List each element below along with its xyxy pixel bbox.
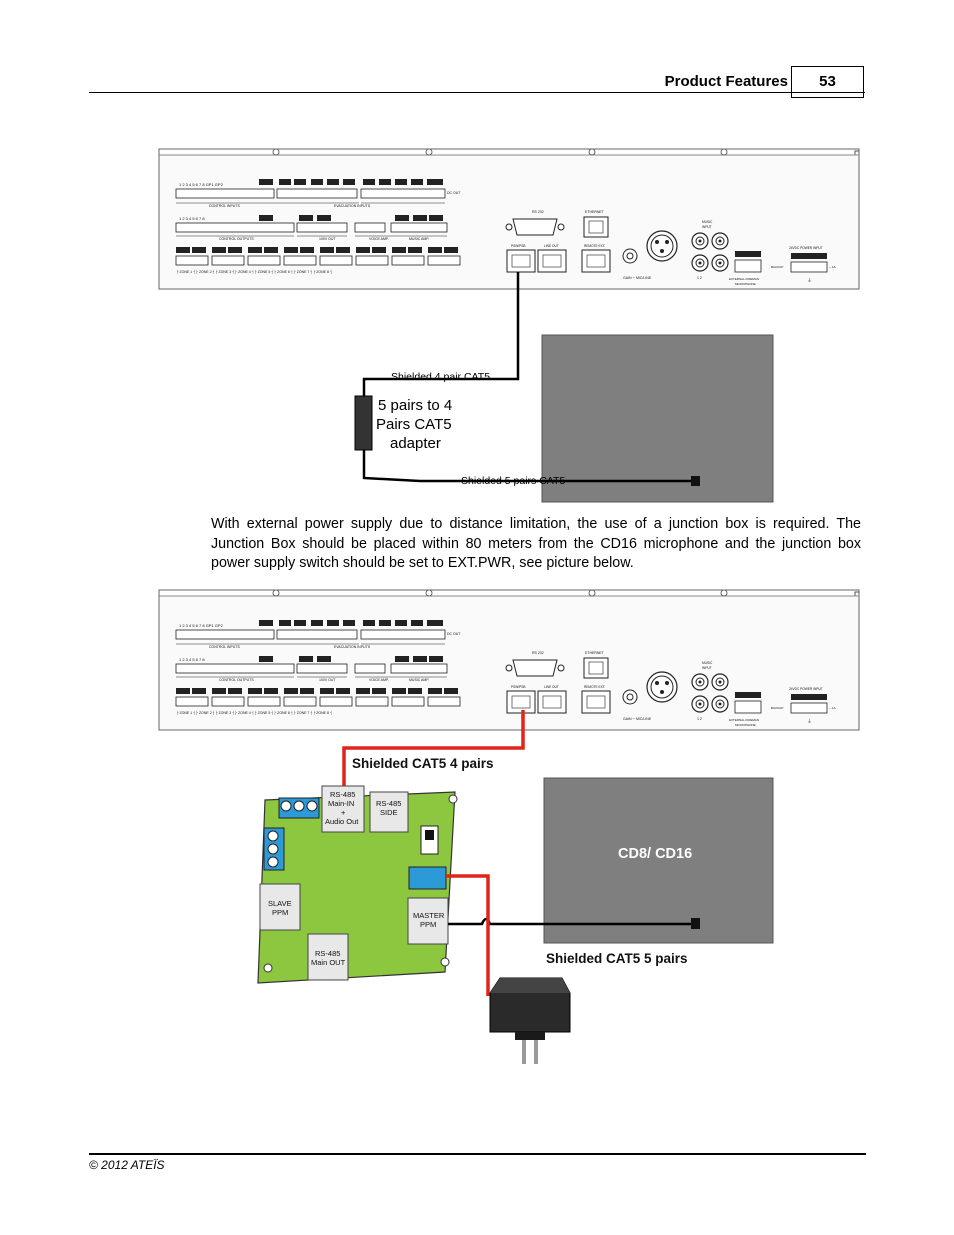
junction-box bbox=[257, 785, 458, 984]
label-cat5-5pairs: Shielded CAT5 5 pairs bbox=[546, 951, 688, 966]
footer-rule bbox=[89, 1153, 866, 1155]
cable-4pair-1 bbox=[362, 272, 520, 396]
jbox-master-l2: PPM bbox=[420, 920, 436, 929]
jbox-master-l1: MASTER bbox=[413, 911, 445, 920]
jbox-main-out-l1: RS-485 bbox=[315, 949, 340, 958]
adapter-block bbox=[354, 395, 373, 451]
cable-black-5pair bbox=[448, 917, 692, 926]
adapter-label-line1: 5 pairs to 4 bbox=[378, 397, 452, 414]
rear-panel-1 bbox=[158, 148, 860, 290]
rear-panel-2 bbox=[158, 589, 860, 731]
cable-red-power bbox=[446, 874, 490, 996]
jbox-side-l1: RS-485 bbox=[376, 799, 401, 808]
jbox-side-l2: SIDE bbox=[380, 808, 398, 817]
header-rule bbox=[89, 92, 865, 93]
label-shielded-4pair: Shielded 4 pair CAT5 bbox=[391, 371, 490, 383]
adapter-label-line3: adapter bbox=[390, 435, 441, 452]
device-label-cd: CD8/ CD16 bbox=[618, 846, 692, 862]
power-adapter-icon bbox=[489, 977, 571, 1064]
cable-red-4pair bbox=[342, 710, 525, 793]
jbox-main-in-l2: Main-IN bbox=[328, 799, 354, 808]
label-cat5-4pairs: Shielded CAT5 4 pairs bbox=[352, 756, 494, 771]
cd16-device-1 bbox=[541, 334, 774, 503]
adapter-label-line2: Pairs CAT5 bbox=[376, 416, 452, 433]
jbox-slave-l1: SLAVE bbox=[268, 899, 292, 908]
label-shielded-5pair: Shielded 5 pairs CAT5 bbox=[461, 475, 565, 487]
cable-5pair-1 bbox=[362, 450, 692, 483]
footer-copyright: © 2012 ATEÏS bbox=[89, 1158, 165, 1172]
jbox-slave-l2: PPM bbox=[272, 908, 288, 917]
jbox-main-in-l1: RS-485 bbox=[330, 790, 355, 799]
rj45-plug-1 bbox=[691, 476, 700, 486]
jbox-main-in-l4: Audio Out bbox=[325, 817, 359, 826]
body-paragraph: With external power supply due to distan… bbox=[211, 516, 861, 571]
cd16-device-2 bbox=[543, 777, 774, 944]
rj45-plug-2 bbox=[691, 918, 700, 929]
header-section-title: Product Features bbox=[664, 73, 788, 90]
jbox-main-in-l3: + bbox=[341, 808, 346, 817]
jbox-main-out-l2: Main OUT bbox=[311, 958, 346, 967]
